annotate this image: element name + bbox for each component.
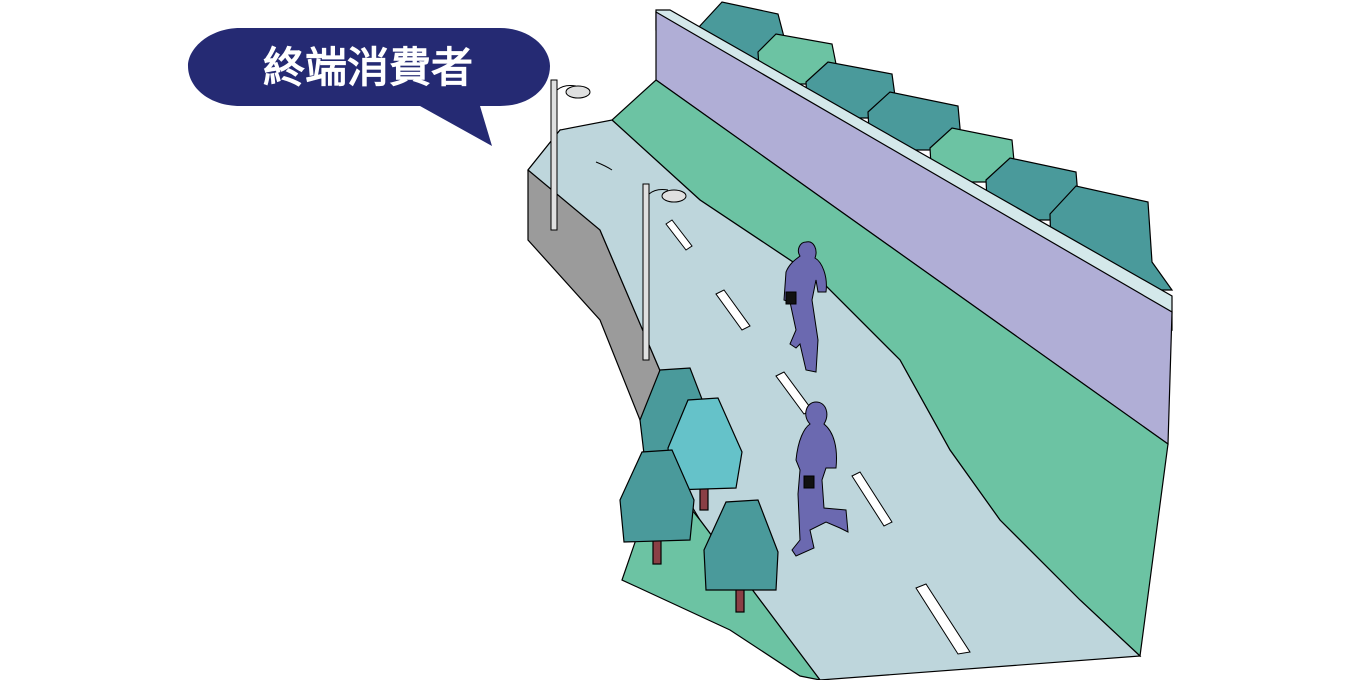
- hedge-row: [697, 1, 1174, 291]
- tree-front-left: [619, 449, 695, 565]
- consumer-speech-bubble: 終端消費者: [188, 28, 550, 146]
- speech-bubble-shape: [188, 28, 550, 146]
- runner-upper: [783, 241, 827, 373]
- tree-front-right: [703, 499, 779, 613]
- street-lamp-2: [642, 183, 687, 361]
- speech-bubble-label: 終端消費者: [263, 43, 473, 92]
- road-centre-dashes: [595, 161, 971, 655]
- runner-lower: [791, 401, 849, 557]
- street-lamp-1: [550, 79, 591, 231]
